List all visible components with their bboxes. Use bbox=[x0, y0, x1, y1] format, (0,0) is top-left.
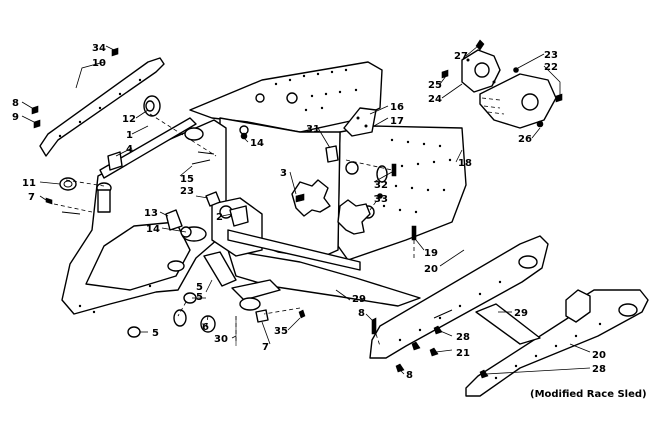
alignment-lines bbox=[53, 113, 415, 347]
callout-25: 25 bbox=[428, 80, 442, 91]
bar-29 bbox=[475, 303, 541, 345]
callout-11: 11 bbox=[22, 178, 36, 189]
callout-20: 20 bbox=[424, 264, 438, 275]
callout-27: 27 bbox=[454, 51, 468, 62]
callout-5a: 5 bbox=[196, 292, 203, 303]
callout-29b: 29 bbox=[514, 308, 528, 319]
callout-29: 29 bbox=[352, 294, 366, 305]
callout-20b: 20 bbox=[592, 350, 606, 361]
callout-19: 19 bbox=[424, 248, 438, 259]
callout-5c: 5 bbox=[196, 282, 203, 293]
callout-8b: 8 bbox=[358, 308, 365, 319]
bracket-16 bbox=[343, 107, 377, 137]
callout-6: 6 bbox=[202, 322, 209, 333]
steering-components bbox=[165, 125, 249, 238]
callout-34: 34 bbox=[92, 43, 106, 54]
callout-14: 14 bbox=[250, 138, 264, 149]
callout-1: 1 bbox=[126, 130, 133, 141]
callout-18: 18 bbox=[458, 158, 472, 169]
leader-lines bbox=[21, 45, 591, 375]
bearing-housing-24 bbox=[461, 49, 501, 93]
steering-arm-2 bbox=[203, 205, 249, 287]
callout-4: 4 bbox=[126, 144, 133, 155]
callout-labels: 34 10 8 9 12 1 4 14 11 7 3 13 23 15 2 14… bbox=[12, 43, 647, 400]
callout-32: 32 bbox=[374, 180, 388, 191]
callout-8c: 8 bbox=[406, 370, 413, 381]
callout-24: 24 bbox=[428, 94, 442, 105]
callout-8: 8 bbox=[12, 98, 19, 109]
callout-13: 13 bbox=[144, 208, 158, 219]
callout-23: 23 bbox=[180, 186, 194, 197]
callout-12: 12 bbox=[122, 114, 136, 125]
block-31 bbox=[325, 145, 339, 163]
callout-16: 16 bbox=[390, 102, 404, 113]
callout-31: 31 bbox=[306, 124, 320, 135]
callout-21: 21 bbox=[456, 348, 470, 359]
callout-2: 2 bbox=[216, 212, 223, 223]
upper-frame-tube-10 bbox=[39, 57, 165, 157]
callout-7b: 7 bbox=[262, 342, 269, 353]
callout-35: 35 bbox=[274, 326, 288, 337]
callout-17: 17 bbox=[390, 116, 404, 127]
callout-9: 9 bbox=[12, 112, 19, 123]
diagram-caption: (Modified Race Sled) bbox=[530, 389, 647, 400]
fasteners bbox=[31, 39, 563, 379]
front-frame-bulkhead bbox=[61, 61, 467, 315]
callout-10: 10 bbox=[92, 58, 106, 69]
callout-5b: 5 bbox=[152, 328, 159, 339]
race-side-rail-20 bbox=[465, 289, 649, 397]
callout-3: 3 bbox=[280, 168, 287, 179]
callout-23b: 23 bbox=[544, 50, 558, 61]
callout-28: 28 bbox=[456, 332, 470, 343]
lower-hardware bbox=[127, 292, 306, 346]
callout-33: 33 bbox=[374, 194, 388, 205]
side-rail-20 bbox=[369, 235, 549, 359]
callout-7: 7 bbox=[28, 192, 35, 203]
callout-15: 15 bbox=[180, 174, 194, 185]
bushing-12 bbox=[143, 95, 161, 117]
cover-plate bbox=[479, 73, 557, 129]
callout-30: 30 bbox=[214, 334, 228, 345]
spacer-4 bbox=[107, 151, 123, 171]
callout-26: 26 bbox=[518, 134, 532, 145]
callout-22: 22 bbox=[544, 62, 558, 73]
callout-14b: 14 bbox=[146, 224, 160, 235]
clamp-11 bbox=[59, 177, 77, 191]
callout-28b: 28 bbox=[592, 364, 606, 375]
